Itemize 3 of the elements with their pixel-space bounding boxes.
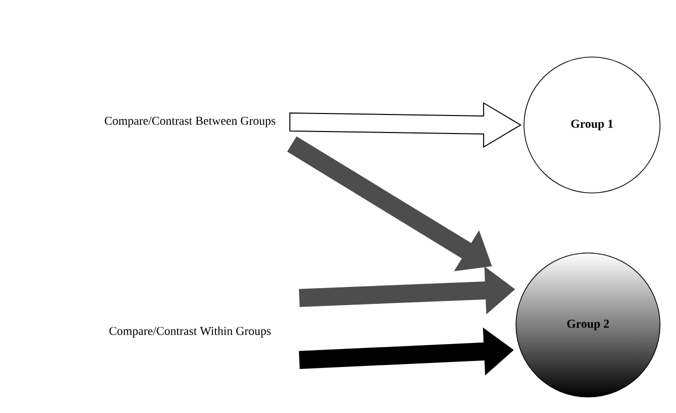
- label-text: Compare/Contrast Between Groups: [104, 116, 276, 128]
- label-text: Compare/Contrast Within Groups: [109, 326, 271, 338]
- block-arrow: [289, 102, 522, 148]
